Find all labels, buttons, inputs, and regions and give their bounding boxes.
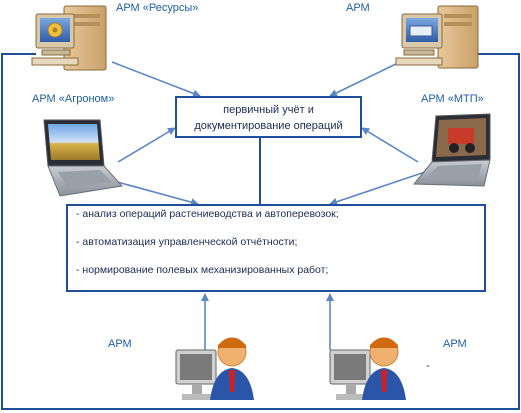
desktop-computer-icon [395, 5, 479, 69]
list-item: - автоматизация управленческой отчётност… [76, 236, 298, 248]
left-frame-line [1, 53, 520, 410]
arrow-resources [111, 61, 201, 98]
label-top-right: АРМ [346, 2, 370, 14]
top-box-line2: документирование операций [194, 120, 343, 132]
arrow-agronomist-to-main [109, 179, 199, 207]
desktop-computer-icon [31, 5, 107, 71]
stray-mark: - [426, 360, 430, 372]
truck-icon [409, 25, 433, 37]
laptop-tractor-icon [412, 113, 491, 187]
arrows [109, 61, 426, 350]
list-item: - нормирование полевых механизированных … [76, 264, 329, 276]
laptop-field-icon [43, 119, 123, 197]
top-box-line1: первичный учёт и [223, 104, 314, 116]
functions-box: - анализ операций растениеводства и авто… [66, 204, 486, 292]
label-agronomist: АРМ «Агроном» [32, 93, 115, 105]
tractor-icon [448, 128, 474, 144]
user-at-computer-icon [175, 337, 254, 400]
list-item: - анализ операций растениеводства и авто… [76, 208, 339, 220]
arrow-agronomist-to-top [117, 127, 176, 163]
arrow-mtp-to-main [329, 171, 426, 206]
label-mtp: АРМ «МТП» [421, 93, 484, 105]
label-bottom-right: АРМ [443, 338, 467, 350]
label-bottom-left: АРМ [108, 338, 132, 350]
connector-lines [1, 53, 520, 410]
arrow-top-right [329, 61, 401, 97]
arrow-mtp-to-top [361, 127, 419, 163]
label-resources: АРМ «Ресурсы» [116, 2, 199, 14]
user-at-computer-icon [329, 337, 406, 400]
primary-accounting-box: первичный учёт и документирование операц… [175, 96, 362, 138]
